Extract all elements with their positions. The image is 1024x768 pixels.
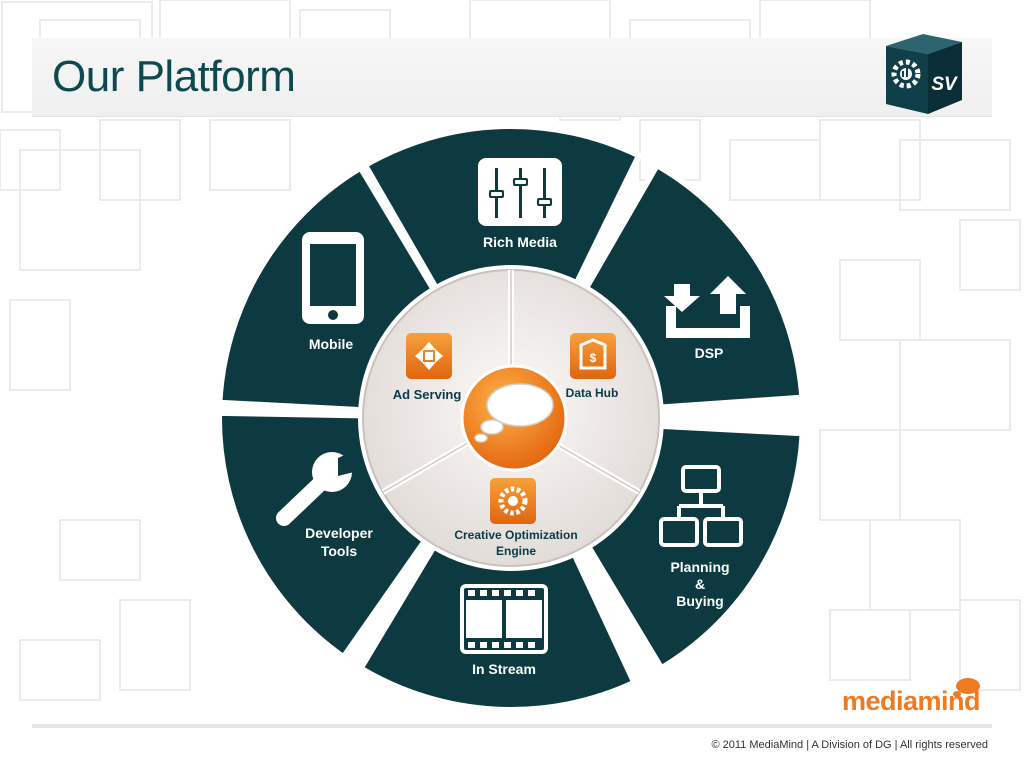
ad-serving-icon: [406, 333, 452, 379]
data-hub-icon: $: [570, 333, 616, 379]
segment-dsp: [581, 161, 806, 411]
film-strip-icon: [460, 584, 548, 654]
optimization-gear-icon: [490, 478, 536, 524]
sv-cube-logo: SV: [886, 34, 962, 114]
footer-divider: [32, 724, 992, 728]
brand-logo: mediamind: [842, 686, 981, 716]
mobile-phone-icon: [302, 232, 364, 324]
gear-cube-icon: [891, 59, 921, 89]
inner-label-data-hub: Data Hub: [566, 386, 619, 400]
center-hub: [460, 364, 568, 472]
copyright-text: © 2011 MediaMind | A Division of DG | Al…: [711, 739, 988, 751]
segment-developer-tools: [216, 409, 430, 662]
page-title: Our Platform: [52, 52, 296, 101]
inbox-transfer-icon: [664, 276, 750, 338]
segment-label-planning-buying: Planning&Buying: [670, 559, 729, 609]
segment-planning-buying: [584, 422, 806, 673]
wrench-icon: [276, 448, 360, 526]
title-band: [32, 38, 992, 117]
segment-label-rich-media: Rich Media: [483, 234, 557, 250]
sv-logo-text: SV: [931, 74, 958, 95]
segment-label-in-stream: In Stream: [472, 661, 536, 677]
segment-label-dsp: DSP: [695, 345, 724, 361]
hierarchy-icon: [659, 465, 743, 547]
segment-label-mobile: Mobile: [309, 336, 354, 352]
brand-bubble-icon: [953, 678, 980, 697]
inner-label-ad-serving: Ad Serving: [393, 387, 462, 402]
sliders-icon: [478, 158, 562, 226]
speech-bubble-icon: [474, 383, 554, 443]
svg-text:$: $: [590, 351, 597, 365]
